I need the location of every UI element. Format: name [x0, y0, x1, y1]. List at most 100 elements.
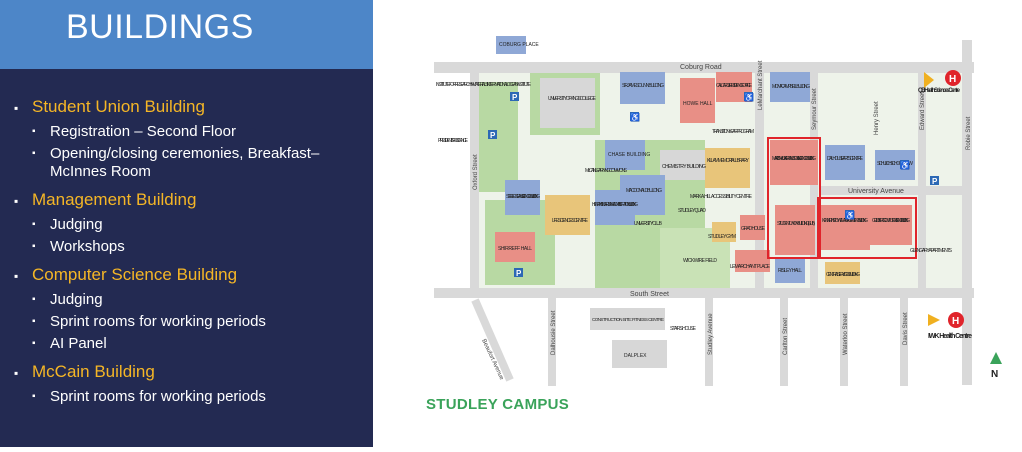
bullet-icon: ▪	[32, 294, 36, 305]
building-label: DALHOUSIE ARTS CENTRE	[827, 156, 864, 162]
street-label: Henry Street	[874, 101, 880, 135]
building-label: SHIRREFF HALL	[498, 246, 532, 252]
accessible-icon	[630, 112, 639, 121]
university-avenue	[820, 186, 970, 195]
parking-icon	[930, 176, 939, 185]
section-item: AI Panel	[50, 335, 107, 352]
building-label: CHEMISTRY BUILDING	[662, 164, 706, 170]
accessible-icon	[845, 210, 854, 219]
parking-symbol: P	[490, 131, 496, 140]
building-label: QEII Health Sciences Centre	[918, 88, 961, 94]
section-student-union: ▪Student Union Building ▪Registration – …	[14, 96, 364, 181]
building-label: CONSTRUCTION SITE: FITNESS CENTRE	[592, 317, 664, 322]
accessible-symbol: ♿	[845, 210, 855, 220]
slide-title: BUILDINGS	[66, 8, 254, 46]
risley-building	[775, 258, 805, 283]
studley-gym-building	[712, 222, 736, 242]
campus-map: Coburg Road University Avenue South Stre…	[434, 30, 1002, 386]
bullet-icon: ▪	[14, 194, 19, 208]
shirreff-building	[495, 232, 535, 262]
street-label: Carlton Street	[783, 318, 789, 355]
building-label: HENRY HICKS ARTS AND ADMINISTRATION BUIL…	[592, 202, 638, 208]
section-heading: McCain Building	[32, 362, 155, 381]
bullet-icon: ▪	[14, 269, 19, 283]
parking-symbol: P	[516, 269, 522, 278]
building-label: KENNETH C. ROWE MANAGEMENT BUILDING	[822, 218, 868, 224]
robie-street	[962, 40, 972, 385]
building-label: GOLDBERG COMPUTER SCIENCE BUILDING	[872, 218, 910, 224]
carlton-street	[780, 296, 788, 386]
bullet-icon: ▪	[32, 316, 36, 327]
section-item: Sprint rooms for working periods	[50, 313, 266, 330]
street-label: Davis Street	[903, 312, 909, 345]
building-label: RISLEY HALL	[778, 268, 802, 274]
steele-building	[505, 180, 540, 215]
building-list: ▪Student Union Building ▪Registration – …	[14, 96, 364, 414]
arrow-icon	[924, 72, 934, 88]
accessible-symbol: ♿	[630, 112, 640, 122]
coburg-road	[434, 62, 974, 73]
section-heading: Student Union Building	[32, 97, 205, 116]
section-item: Sprint rooms for working periods	[50, 388, 266, 405]
building-label: STUDLEY GYM	[708, 234, 736, 240]
lemarchant-street	[755, 70, 764, 292]
building-label: WICKWIRE FIELD	[683, 258, 717, 264]
building-label: GRAD HOUSE	[741, 226, 766, 232]
accessible-icon	[900, 160, 909, 169]
building-label: HOWE HALL	[683, 101, 713, 107]
bullet-icon: ▪	[32, 126, 36, 137]
south-street	[434, 288, 974, 298]
section-heading: Computer Science Building	[32, 265, 238, 284]
street-label: LeMarchant Street	[758, 60, 764, 110]
street-label: Dalhousie Street	[551, 310, 557, 355]
accessible-icon	[744, 92, 753, 101]
hospital-symbol: H	[949, 74, 956, 85]
section-mccain: ▪McCain Building ▪Sprint rooms for worki…	[14, 361, 364, 406]
dunn-building	[620, 72, 665, 104]
building-label: OALCARD & RESIDENCE OFFICE	[716, 83, 753, 89]
building-label: KILLAM MEMORIAL LIBRARY	[707, 158, 750, 164]
construction-site	[590, 308, 665, 330]
section-computer-science: ▪ Computer Science Building ▪ Judging ▪ Spr…	[14, 264, 364, 353]
kings-college-building	[540, 78, 595, 128]
bullet-icon: ▪	[14, 101, 19, 115]
bullet-icon: ▪	[32, 219, 36, 230]
building-label: CHASE BUILDING	[608, 152, 650, 158]
building-label: STAIRS HOUSE	[670, 326, 697, 332]
parking-symbol: P	[932, 177, 938, 186]
street-label: Robie Street	[966, 116, 972, 150]
hospital-symbol: H	[952, 316, 959, 327]
arrow-icon	[928, 314, 940, 326]
parking-symbol: P	[512, 93, 518, 102]
street-label: Studley Avenue	[708, 313, 714, 355]
hicks-building	[595, 190, 635, 225]
street-label: South Street	[630, 291, 669, 298]
bullet-icon: ▪	[32, 338, 36, 349]
waterloo-street	[840, 296, 848, 386]
oxford-street	[470, 72, 479, 292]
lemarchant-building	[735, 250, 770, 272]
beaufort-avenue	[471, 298, 514, 382]
building-label: STEELE OCEAN SCIENCES BUILDING	[506, 194, 540, 200]
edward-street	[918, 70, 926, 292]
dal-arts-building	[825, 145, 865, 180]
accessible-symbol: ♿	[900, 160, 910, 170]
street-label: Seymour Street	[812, 88, 818, 130]
building-label: UNIVERSITY CLUB	[634, 221, 663, 227]
accessible-symbol: ♿	[744, 92, 754, 102]
dalhousie-street	[548, 296, 556, 386]
bullet-icon: ▪	[32, 391, 36, 402]
studley-avenue	[705, 296, 713, 386]
building-label: STUDLEY QUAD	[678, 208, 706, 214]
sub-building	[775, 205, 815, 255]
street-label: Coburg Road	[680, 64, 722, 71]
building-label: SCHULICH SCHOOL OF LAW	[877, 161, 913, 167]
highlight-management-cs	[817, 197, 917, 259]
building-label: LEMARCHANT PLACE	[730, 264, 771, 270]
building-label: MARION McCAIN ARTS AND SOCIAL SCIENCES B…	[772, 156, 816, 162]
coburg-place-building	[496, 36, 526, 54]
section-item: Workshops	[50, 238, 125, 255]
hospital-icon	[948, 312, 964, 328]
section-item: Judging	[50, 291, 103, 308]
bullet-icon: ▪	[32, 148, 36, 159]
